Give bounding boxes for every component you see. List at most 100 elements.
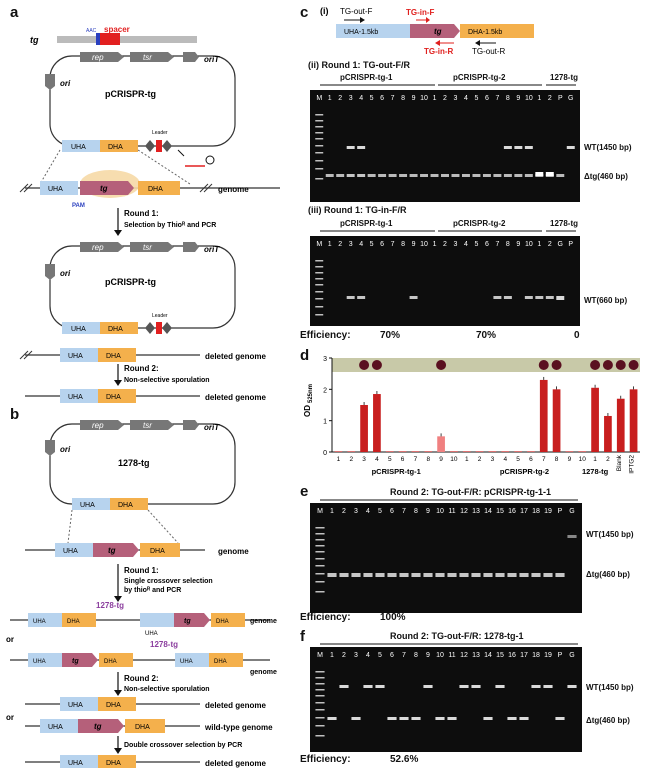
gel-ii-lane-label: 6 [380, 95, 384, 102]
d-bar [398, 451, 407, 452]
d-bar [347, 451, 356, 452]
d-ylabel-sub: 525nm [308, 384, 314, 403]
a-dha2-label: DHA [108, 326, 123, 333]
gel-e-lane-label: 3 [354, 508, 358, 515]
a-repeat2 [162, 140, 172, 152]
gel-e-ladder-band [315, 533, 325, 535]
gel-iii-band [409, 296, 418, 299]
gel-iii-lane-label: 2 [443, 241, 447, 248]
gel-e-band [423, 573, 433, 577]
d-x-tick-label: 2 [606, 456, 610, 463]
gel-e-lane-label: 5 [378, 508, 382, 515]
gel-ii-lane-label: 7 [495, 95, 499, 102]
d-x-tick-label: 5 [516, 456, 520, 463]
a-ori-label2: ori [60, 269, 71, 278]
gel-e-band [519, 573, 529, 577]
gel-ii-band [545, 172, 554, 176]
c-ii-title: (ii) Round 1: TG-out-F/R [308, 60, 410, 70]
a-break-l1 [19, 183, 29, 193]
gel-iii-band [346, 296, 355, 299]
d-x-tick-label: 10 [579, 456, 587, 463]
gel-f-ladder-band [315, 683, 325, 685]
gel-e-band [327, 573, 337, 577]
gel-ii-lane-label: 1 [433, 95, 437, 102]
a-del-break2 [23, 350, 33, 360]
gel-iii-lane-label: 10 [525, 241, 533, 248]
b-int2-tg-label: tg [72, 658, 79, 665]
gel-f-lane-label: 10 [436, 652, 444, 659]
gel-ii-lane-label: M [316, 95, 322, 102]
gel-e-band [507, 573, 517, 577]
d-x-tick-label: 3 [362, 456, 366, 463]
d-bar [527, 451, 535, 452]
gel-iii-band [503, 296, 512, 299]
d-plate-well [590, 360, 601, 370]
gel-iii-ladder-band [315, 272, 324, 274]
b-wt-tg-label: tg [94, 722, 102, 731]
d-x-tick-label: 9 [568, 456, 572, 463]
gel-e-lane-label: 14 [484, 508, 492, 515]
a-plasmid1-name: pCRISPR-tg [105, 89, 156, 99]
panel-d-letter: d [300, 347, 310, 364]
gel-iii-lane-label: 8 [506, 241, 510, 248]
gel-e-band [483, 573, 493, 577]
c-ii-dtg-label: Δtg(460 bp) [584, 172, 628, 181]
panel-a-diagram: tg AAC spacer rep tsr oriT ori pCRISPR-t… [19, 25, 280, 362]
gel-f-ladder-band [315, 671, 325, 673]
gel-f-band [495, 685, 505, 688]
gel-ii-lane-label: 2 [443, 95, 447, 102]
b-dha-label: DHA [118, 502, 133, 509]
d-bar [604, 415, 612, 452]
b-int2-dha2-label: DHA [214, 659, 227, 665]
d-ylabel: OD [303, 405, 312, 417]
gel-e-ladder-band [315, 558, 325, 560]
gel-iii-band [535, 296, 544, 299]
gel-e-lane-label: M [317, 508, 323, 515]
gel-f-band [351, 717, 361, 720]
b-round2-label: Round 2: [124, 674, 159, 683]
gel-e-lane-label: 4 [366, 508, 370, 515]
b-double-desc: Double crossover selection by PCR [124, 742, 242, 749]
gel-iii-ladder-band [315, 284, 324, 286]
gel-iii-ladder-band [315, 306, 324, 308]
c-ii-group3: 1278-tg [550, 73, 579, 82]
a-crrna-loop [205, 155, 215, 165]
a-del-dha1-label: DHA [106, 353, 121, 360]
gel-e-lane-label: 11 [448, 508, 455, 515]
a-tsr-gene [130, 52, 174, 62]
gel-ii-ladder-band [315, 138, 324, 140]
gel-e-lane-label: 19 [544, 508, 552, 515]
b-int2-uha [28, 653, 62, 667]
gel-f-band [507, 717, 517, 720]
d-bar [488, 451, 497, 452]
a-dha2 [100, 322, 138, 334]
gel-ii-band [524, 146, 533, 149]
b-plasmid-name: 1278-tg [118, 458, 150, 468]
d-x-tick-label: 2 [349, 456, 353, 463]
gel-f-lane-label: 9 [426, 652, 430, 659]
a-ori-mark [45, 74, 55, 90]
c-tg-out-r: TG-out-R [472, 47, 506, 56]
gel-ii-band [325, 174, 334, 177]
d-x-tick-label: 8 [555, 456, 559, 463]
a-del-dha1 [98, 348, 136, 362]
panel-e-letter: e [300, 483, 309, 500]
gel-iii-lane-label: 1 [328, 241, 332, 248]
c-eff1: 70% [380, 330, 401, 341]
b-int1-uha [28, 613, 62, 627]
a-cross1 [39, 149, 61, 185]
b-round1-desc2: by thioᴿ and PCR [124, 587, 181, 594]
b-int2-dha [99, 653, 133, 667]
gel-e-ladder-band [315, 551, 325, 553]
a-repeat4 [162, 322, 172, 334]
gel-iii-lane-label: 5 [370, 241, 374, 248]
c-eff2: 70% [476, 330, 497, 341]
gel-f-lane-label: 4 [366, 652, 370, 659]
a-cross2 [137, 149, 191, 185]
a-del-genome2-label: deleted genome [205, 393, 266, 402]
b-wt-dha-label: DHA [135, 724, 150, 731]
gel-f-lane-label: 12 [460, 652, 468, 659]
a-ori-label: ori [60, 79, 71, 88]
gel-f-lane-label: G [569, 652, 574, 659]
